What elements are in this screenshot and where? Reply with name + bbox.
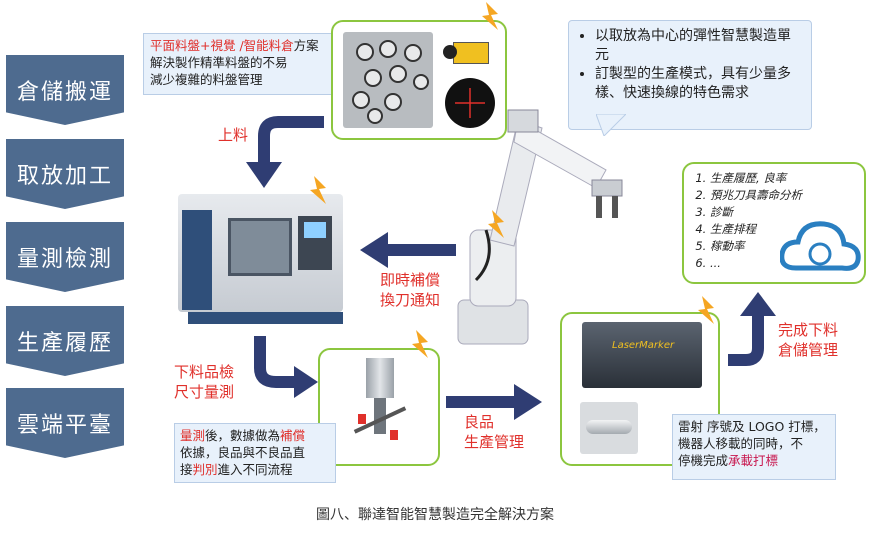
lightning-icon xyxy=(310,176,326,204)
lightning-icon xyxy=(412,330,428,358)
laser-brand-text: LaserMarker xyxy=(612,340,675,351)
tray-image xyxy=(343,32,433,128)
crosshair-icon xyxy=(455,88,485,118)
probe-image xyxy=(350,358,410,454)
compensate-label: 即時補償 換刀通知 xyxy=(380,271,441,309)
cnc-lathe xyxy=(178,180,350,330)
figure-caption: 圖八、聯達智能智慧製造完全解決方案 xyxy=(316,507,554,523)
laser-callout: 雷射 序號及 LOGO 打標， 機器人移載的同時，不 停機完成承載打標 xyxy=(672,414,836,480)
tray-vision-callout: 平面料盤+視覺 /智能料倉方案 解決製作精準料盤的不易 減少複雜的料盤管理 xyxy=(143,33,353,95)
load-arrow xyxy=(246,116,324,188)
tray-vision-box xyxy=(331,20,507,140)
lightning-icon xyxy=(698,296,714,324)
menu-item-history: 生產履歷 xyxy=(6,306,124,376)
finish-label: 完成下料 倉儲管理 xyxy=(778,321,839,359)
marked-part-image xyxy=(580,402,638,454)
menu-item-pick-place: 取放加工 xyxy=(6,139,124,209)
lightning-icon xyxy=(488,210,504,238)
menu-item-cloud: 雲端平臺 xyxy=(6,388,124,458)
finish-arrow xyxy=(728,292,776,366)
callout-pointer xyxy=(596,114,626,136)
measure-box xyxy=(318,348,440,466)
robot-arm xyxy=(457,109,623,345)
cloud-analytics-box: 生產履歷, 良率 預兆刀具壽命分析 診斷 生產排程 稼動率 ... xyxy=(682,162,866,284)
vision-target-image xyxy=(445,78,495,128)
good-label: 良品 生產管理 xyxy=(464,413,525,451)
good-arrow xyxy=(446,384,542,420)
unload-arrow xyxy=(254,336,318,398)
cloud-icon xyxy=(780,221,861,271)
load-label: 上料 xyxy=(218,126,249,144)
menu-item-measure: 量測檢測 xyxy=(6,222,124,292)
robot-callout: 以取放為中心的彈性智慧製造單元 訂製型的生產模式，具有少量多樣、快速換線的特色需… xyxy=(568,20,812,130)
menu-item-storage: 倉儲搬運 xyxy=(6,55,124,125)
unload-label: 下料品檢 尺寸量測 xyxy=(174,363,235,401)
lightning-icon xyxy=(482,2,498,30)
laser-marker-image: LaserMarker xyxy=(582,322,702,388)
laser-box: LaserMarker xyxy=(560,312,720,466)
tray-parts-svg xyxy=(352,40,429,124)
compensate-arrow xyxy=(360,232,456,268)
camera-image xyxy=(443,36,493,66)
measure-callout: 量測後，數據做為補償 依據，良品與不良品直 接判別進入不同流程 xyxy=(174,423,336,483)
